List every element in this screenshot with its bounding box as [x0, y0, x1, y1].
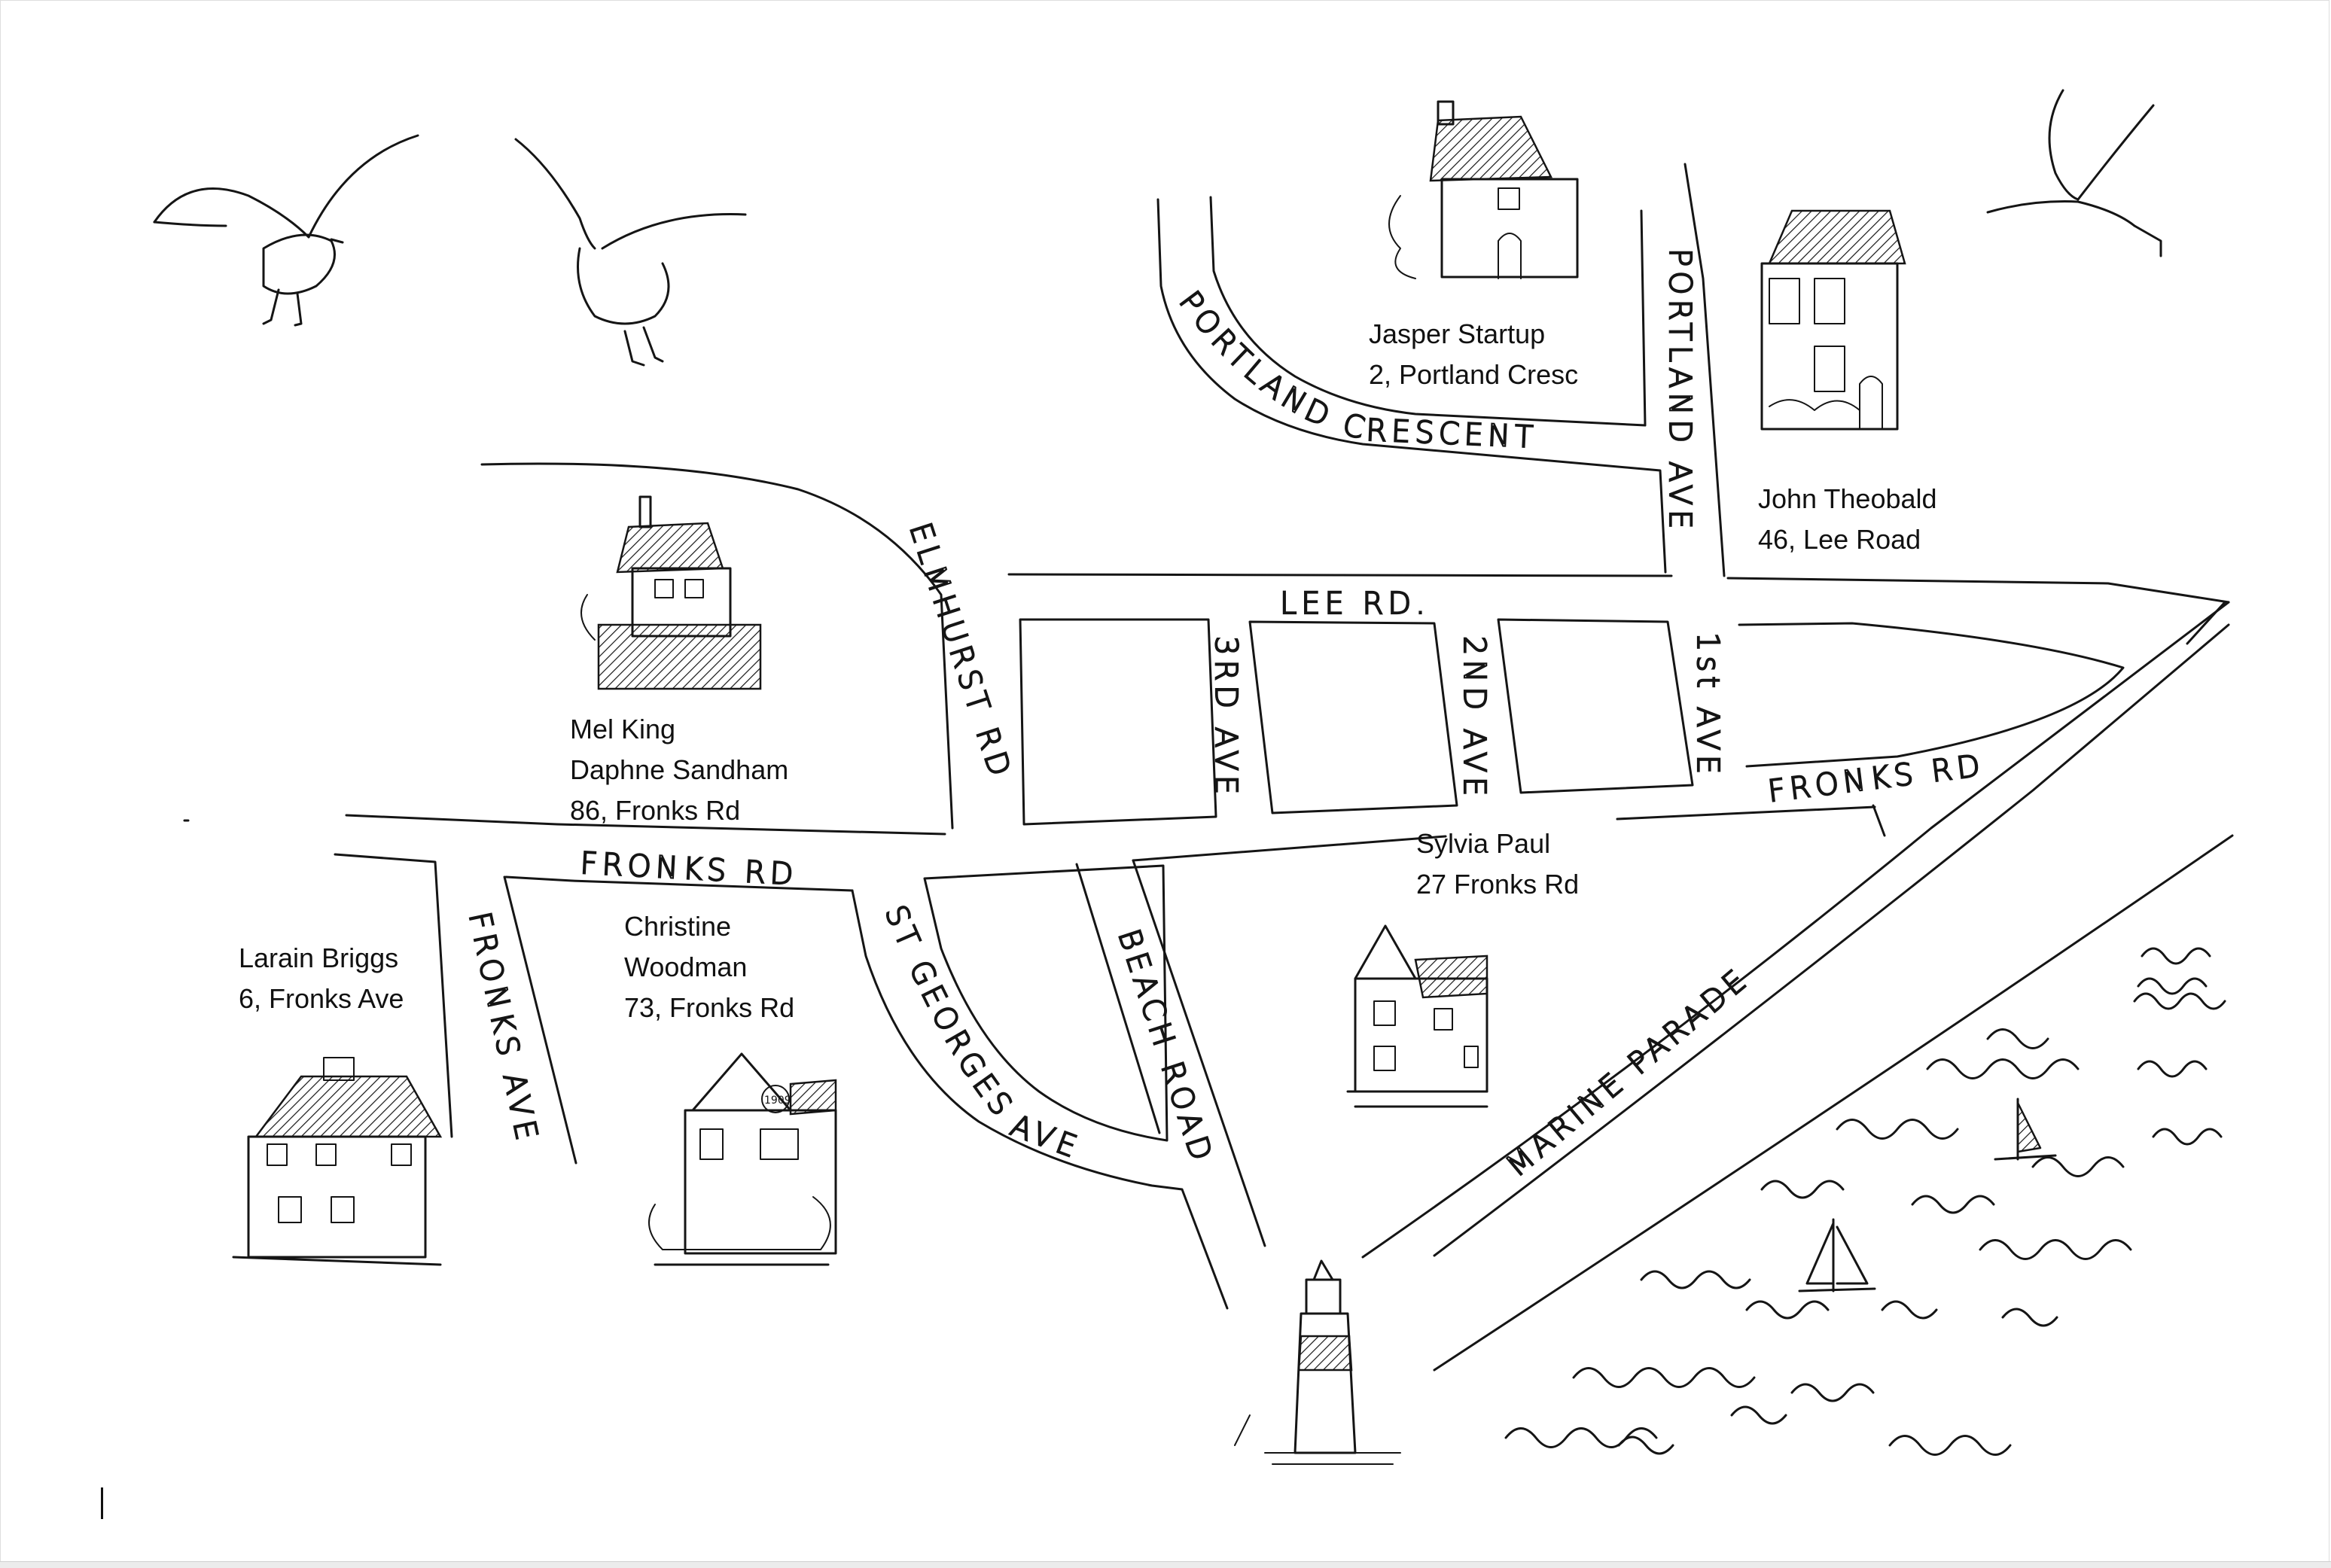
seagull-icon	[1986, 89, 2162, 257]
street-label-3rd-ave: 3RD AVE	[1208, 636, 1243, 799]
house-sketch-icon	[1346, 924, 1488, 1108]
resident-address: 27 Fronks Rd	[1416, 869, 1580, 900]
street-label-2nd-ave: 2ND AVE	[1457, 636, 1492, 800]
resident-label-larain: Larain Briggs 6, Fronks Ave	[239, 938, 404, 1019]
resident-address: 6, Fronks Ave	[239, 983, 404, 1014]
resident-name: Christine	[624, 911, 732, 942]
resident-address: 2, Portland Cresc	[1369, 359, 1579, 390]
text-cursor	[101, 1487, 103, 1519]
street-label-lee-rd: LEE RD.	[1280, 586, 1430, 621]
lighthouse-icon	[1234, 1259, 1401, 1465]
street-label-fronks-rd-west: FRONKS RD	[579, 846, 798, 892]
resident-name: Mel King	[570, 714, 676, 744]
sailboat-icon	[1994, 1098, 2057, 1161]
resident-name: Jasper Startup	[1369, 318, 1546, 349]
sailboat-icon	[1798, 1218, 1876, 1292]
street-label-portland-ave: PORTLAND AVE	[1662, 248, 1697, 533]
house-sketch-icon	[1760, 209, 1906, 431]
seagull-icon	[153, 134, 419, 327]
resident-label-sylvia: Sylvia Paul 27 Fronks Rd	[1416, 824, 1579, 905]
street-label-elmhurst-rd: ELMHURST RD	[902, 519, 1018, 784]
street-label-fronks-ave: FRONKS AVE	[462, 909, 544, 1148]
resident-label-john: John Theobald 46, Lee Road	[1758, 479, 1937, 560]
sea-waves-icon	[1504, 947, 2226, 1456]
house-year-plaque: 1909	[764, 1095, 791, 1107]
resident-label-jasper: Jasper Startup 2, Portland Cresc	[1369, 314, 1578, 395]
resident-name: Woodman	[624, 951, 748, 982]
street-label-marine-parade: MARINE PARADE	[1500, 961, 1757, 1184]
house-sketch-icon	[580, 495, 762, 690]
road-network	[183, 163, 2234, 1372]
resident-address: 86, Fronks Rd	[570, 795, 741, 826]
resident-name: Larain Briggs	[239, 942, 399, 973]
resident-address: 73, Fronks Rd	[624, 992, 795, 1023]
house-sketch-icon	[1388, 100, 1579, 279]
resident-address: 46, Lee Road	[1758, 524, 1921, 555]
house-sketch-icon: 1909	[648, 1052, 837, 1266]
window-bottom-edge	[0, 1561, 2331, 1568]
street-label-st-georges-ave: ST GEORGES AVE	[878, 900, 1086, 1166]
seagull-icon	[514, 138, 747, 367]
resident-label-mel-daphne: Mel King Daphne Sandham 86, Fronks Rd	[570, 709, 788, 831]
resident-name: John Theobald	[1758, 483, 1937, 514]
house-sketch-icon	[232, 1057, 443, 1266]
street-label-1st-ave: 1st AVE	[1690, 632, 1725, 778]
resident-name: Daphne Sandham	[570, 754, 789, 785]
resident-name: Sylvia Paul	[1416, 828, 1551, 859]
resident-label-christine: Christine Woodman 73, Fronks Rd	[624, 906, 794, 1028]
